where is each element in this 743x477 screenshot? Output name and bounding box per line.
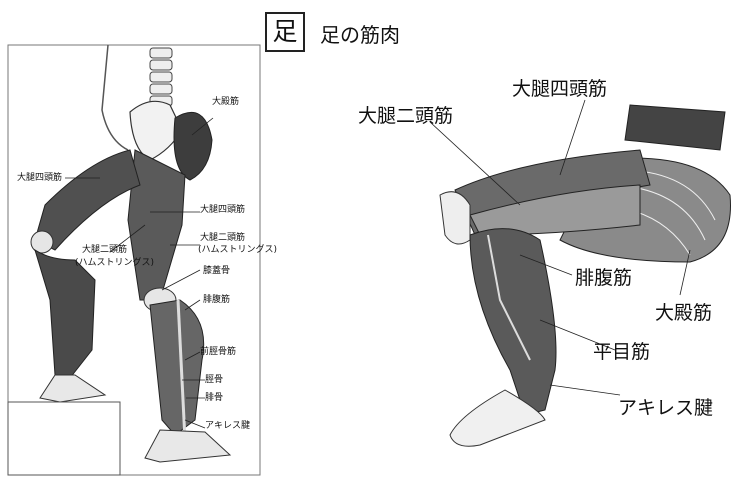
right-foot	[449, 389, 546, 447]
pelvis	[129, 100, 183, 161]
left-gluteus-shape	[173, 111, 213, 181]
label-left-patella: 膝蓋骨	[203, 264, 230, 276]
spine	[149, 47, 173, 107]
right-torso-block	[624, 104, 726, 151]
step-box	[7, 401, 121, 476]
right-shin-line	[487, 234, 531, 361]
label-left-achilles: アキレス腱	[205, 419, 250, 431]
label-left-hamstrings-2: (ハムストリングス)	[198, 243, 277, 255]
label-right-quadriceps: 大腿四頭筋	[512, 78, 607, 100]
label-right-achilles: アキレス腱	[618, 397, 713, 419]
left-raised-knee	[30, 230, 54, 254]
label-left-quadriceps-1: 大腿四頭筋	[17, 171, 62, 183]
label-left-tibialis-anterior: 前脛骨筋	[200, 345, 236, 357]
left-raised-foot	[39, 374, 107, 403]
label-left-biceps-femoris-1: 大腿二頭筋	[82, 243, 127, 255]
right-lower-leg	[469, 228, 557, 416]
right-leader-lines	[429, 99, 691, 396]
label-right-gluteus: 大殿筋	[655, 302, 712, 324]
right-leg-figure: 大腿二頭筋 大腿四頭筋 腓腹筋 大殿筋 平目筋 アキレス腱	[358, 78, 731, 447]
label-left-fibula: 腓骨	[205, 391, 223, 403]
label-right-soleus: 平目筋	[593, 341, 650, 363]
title-icon-box: 足	[265, 12, 305, 52]
body-outline	[101, 44, 129, 151]
page-title: 足の筋肉	[320, 23, 400, 47]
left-leader-lines	[65, 117, 214, 429]
label-left-hamstrings-1: (ハムストリングス)	[75, 256, 154, 268]
label-left-biceps-femoris-2: 大腿二頭筋	[200, 231, 245, 243]
label-left-tibia: 脛骨	[205, 374, 223, 385]
label-right-biceps-femoris: 大腿二頭筋	[358, 105, 453, 127]
right-knee	[439, 191, 471, 245]
label-left-gluteus: 大殿筋	[212, 95, 239, 107]
label-right-gastrocnemius: 腓腹筋	[575, 267, 632, 289]
label-left-gastrocnemius: 腓腹筋	[203, 293, 230, 305]
left-tibia-bone	[176, 299, 187, 441]
left-standing-lower-leg	[149, 299, 205, 436]
label-left-quadriceps-2: 大腿四頭筋	[200, 203, 245, 215]
left-standing-foot	[144, 429, 232, 463]
left-leg-figure: 大殿筋 大腿四頭筋 大腿四頭筋 大腿二頭筋 (ハムストリングス) 大腿二頭筋 (…	[7, 44, 277, 476]
